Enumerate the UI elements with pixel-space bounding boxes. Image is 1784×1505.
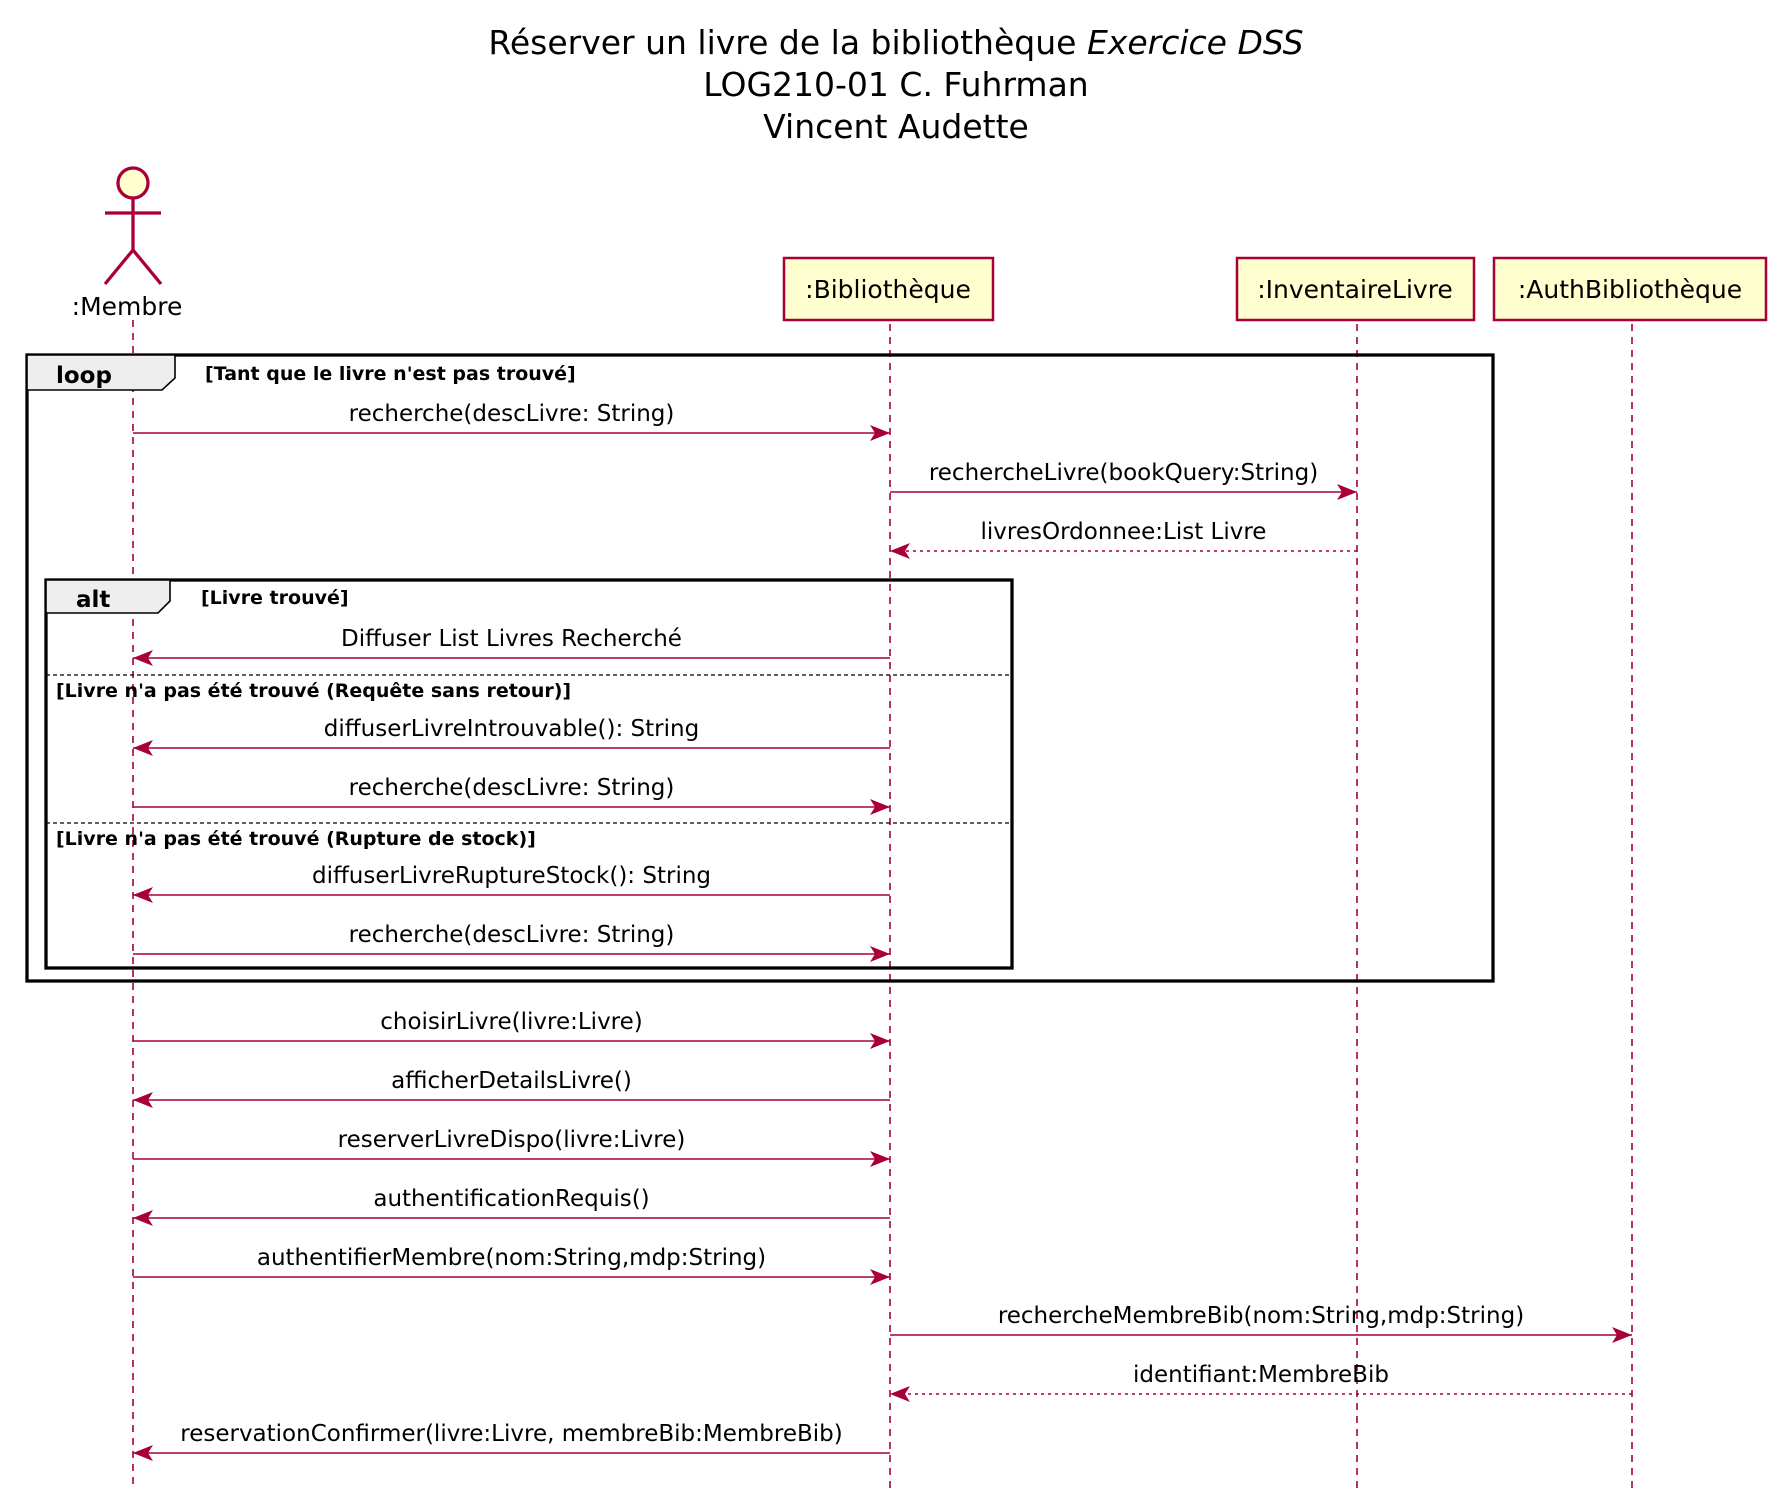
message-label: afficherDetailsLivre() [391,1068,632,1094]
participant-inventairelivre: :InventaireLivre [1235,256,1476,322]
message-16: reservationConfirmer(livre:Livre, membre… [133,1421,890,1461]
alt-fragment: alt [Livre trouvé] [Livre n'a pas été tr… [44,578,1014,970]
loop-keyword: loop [56,363,112,389]
message-label: recherche(descLivre: String) [349,922,675,948]
lifelines [132,320,1633,1490]
diagram-title: Réserver un livre de la bibliothèque Exe… [488,23,1303,146]
participant-label-bibliotheque: :Bibliothèque [805,275,971,304]
message-12: authentificationRequis() [133,1186,890,1226]
participant-authbibliotheque: :AuthBibliothèque [1492,256,1768,322]
else-guard-1: [Livre n'a pas été trouvé (Requête sans … [56,680,571,702]
alt-keyword: alt [76,587,110,613]
loop-fragment: loop [Tant que le livre n'est pas trouvé… [25,353,1495,983]
message-label: livresOrdonnee:List Livre [981,519,1267,545]
message-8: recherche(descLivre: String) [133,922,890,962]
participant-label-authbibliotheque: :AuthBibliothèque [1518,275,1742,304]
message-6: recherche(descLivre: String) [133,775,890,815]
message-label: rechercheLivre(bookQuery:String) [929,460,1318,486]
message-label: recherche(descLivre: String) [349,401,675,427]
title-line-2: LOG210-01 C. Fuhrman [703,65,1088,104]
else-guard-2: [Livre n'a pas été trouvé (Rupture de st… [56,828,536,850]
title-italic: Exercice DSS [1087,23,1304,62]
participant-label-membre: :Membre [72,292,183,321]
message-2: rechercheLivre(bookQuery:String) [890,460,1357,500]
message-label: identifiant:MembreBib [1133,1362,1389,1388]
message-label: authentifierMembre(nom:String,mdp:String… [257,1245,766,1271]
title-line-3: Vincent Audette [763,107,1029,146]
messages: recherche(descLivre: String) rechercheLiv… [133,401,1632,1461]
message-1: recherche(descLivre: String) [133,401,890,441]
message-label: diffuserLivreRuptureStock(): String [312,863,711,889]
message-label: authentificationRequis() [373,1186,649,1212]
message-label: recherche(descLivre: String) [349,775,675,801]
participant-bibliotheque: :Bibliothèque [782,256,995,322]
message-3: livresOrdonnee:List Livre [890,519,1357,559]
message-15: identifiant:MembreBib [890,1362,1632,1402]
actor-icon [103,166,163,286]
message-11: reserverLivreDispo(livre:Livre) [133,1127,890,1167]
message-label: choisirLivre(livre:Livre) [380,1009,643,1035]
message-label: reservationConfirmer(livre:Livre, membre… [180,1421,843,1447]
message-label: diffuserLivreIntrouvable(): String [324,716,699,742]
message-14: rechercheMembreBib(nom:String,mdp:String… [890,1303,1632,1343]
message-label: reserverLivreDispo(livre:Livre) [338,1127,686,1153]
message-10: afficherDetailsLivre() [133,1068,890,1108]
message-9: choisirLivre(livre:Livre) [133,1009,890,1049]
message-13: authentifierMembre(nom:String,mdp:String… [133,1245,890,1285]
loop-guard: [Tant que le livre n'est pas trouvé] [205,363,576,385]
message-7: diffuserLivreRuptureStock(): String [133,863,890,903]
message-label: rechercheMembreBib(nom:String,mdp:String… [998,1303,1524,1329]
alt-guard: [Livre trouvé] [201,587,349,609]
title-main: Réserver un livre de la bibliothèque [488,23,1076,62]
participant-label-inventairelivre: :InventaireLivre [1257,275,1453,304]
message-label: Diffuser List Livres Recherché [341,626,682,652]
message-4: Diffuser List Livres Recherché [133,626,890,666]
message-5: diffuserLivreIntrouvable(): String [133,716,890,756]
participant-membre: :Membre [72,166,183,321]
title-line-1: Réserver un livre de la bibliothèque Exe… [488,23,1303,62]
